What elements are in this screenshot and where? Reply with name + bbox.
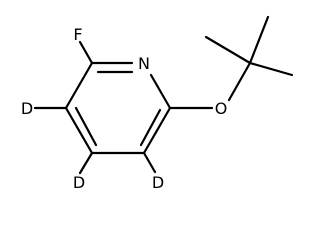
bond-o-cq (227, 61, 252, 102)
bond-cq-methyl-top (248, 15, 270, 65)
bond-c4-d (78, 151, 94, 175)
bond-c5-c6-inner (139, 108, 162, 147)
bond-c5-d (142, 151, 157, 174)
bond-c2-c3 (64, 61, 94, 110)
bond-c5-c6 (142, 106, 172, 155)
atom-label-d3: D (21, 99, 33, 118)
bond-c3-c4 (64, 106, 94, 155)
atom-label-d4: D (73, 173, 85, 192)
atom-label-f: F (73, 25, 82, 44)
atom-label-d5: D (152, 173, 164, 192)
bond-cq-methyl-right (248, 61, 294, 77)
atom-label-n: N (138, 54, 150, 73)
atom-label-o: O (215, 99, 228, 118)
bond-cq-methyl-left (204, 35, 252, 65)
bond-c4-c5-inner (74, 106, 98, 147)
bond-c2-f (78, 40, 94, 65)
structure-diagram: F N O D D D (21, 15, 294, 192)
bond-c6-n (149, 73, 172, 110)
